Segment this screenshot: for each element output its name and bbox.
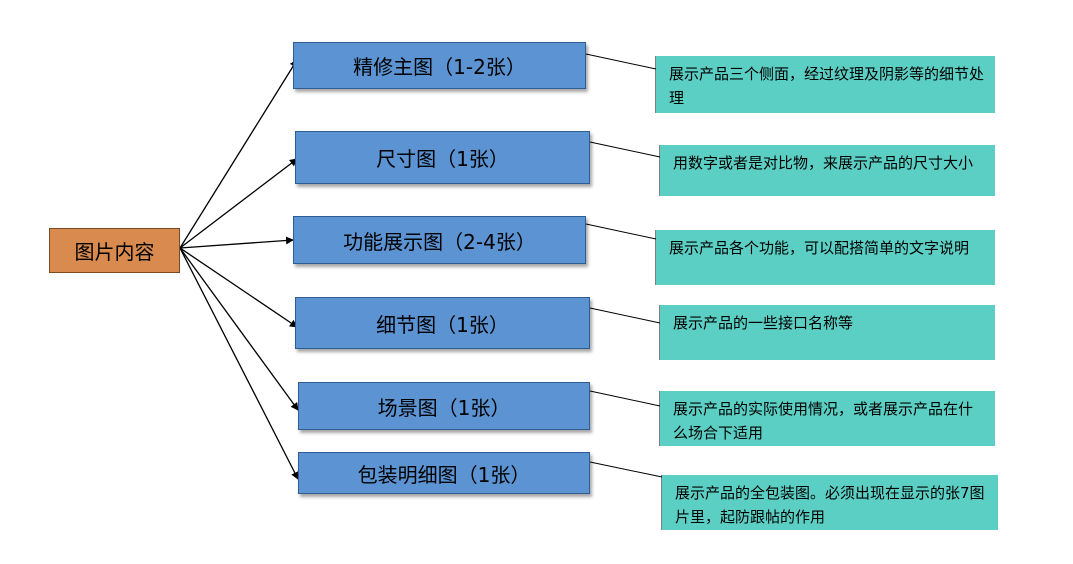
- callout-line-6: [589, 461, 663, 530]
- branch-node-detail-image: 细节图（1张）: [295, 297, 590, 349]
- callout-line-1: [585, 53, 657, 113]
- arrow-to-branch-3: [179, 236, 294, 249]
- arrow-to-branch-1: [179, 59, 298, 249]
- callout-line-3: [585, 223, 657, 285]
- branch-node-size-image: 尺寸图（1张）: [295, 131, 590, 184]
- branch-node-function-images: 功能展示图（2-4张）: [293, 216, 586, 264]
- branch-node-packaging-image: 包装明细图（1张）: [298, 452, 590, 494]
- branch-node-main-images: 精修主图（1-2张）: [293, 42, 586, 89]
- arrow-to-branch-2: [179, 158, 298, 249]
- arrow-to-branch-6: [179, 247, 299, 480]
- note-main-images: 展示产品三个侧面，经过纹理及阴影等的细节处理: [656, 56, 995, 113]
- note-function-images: 展示产品各个功能，可以配搭简单的文字说明: [656, 230, 995, 285]
- arrow-to-branch-4: [179, 247, 298, 328]
- callout-line-5: [589, 390, 661, 446]
- callout-line-2: [589, 141, 661, 196]
- arrow-to-branch-5: [179, 247, 299, 411]
- branch-node-scene-image: 场景图（1张）: [298, 382, 590, 430]
- note-size-image: 用数字或者是对比物，来展示产品的尺寸大小: [660, 145, 995, 196]
- note-scene-image: 展示产品的实际使用情况，或者展示产品在什么场合下适用: [660, 391, 995, 446]
- note-detail-image: 展示产品的一些接口名称等: [660, 305, 995, 360]
- root-node: 图片内容: [49, 228, 180, 273]
- callout-line-4: [589, 305, 661, 360]
- note-packaging-image: 展示产品的全包装图。必须出现在显示的张7图片里，起防跟帖的作用: [662, 475, 998, 530]
